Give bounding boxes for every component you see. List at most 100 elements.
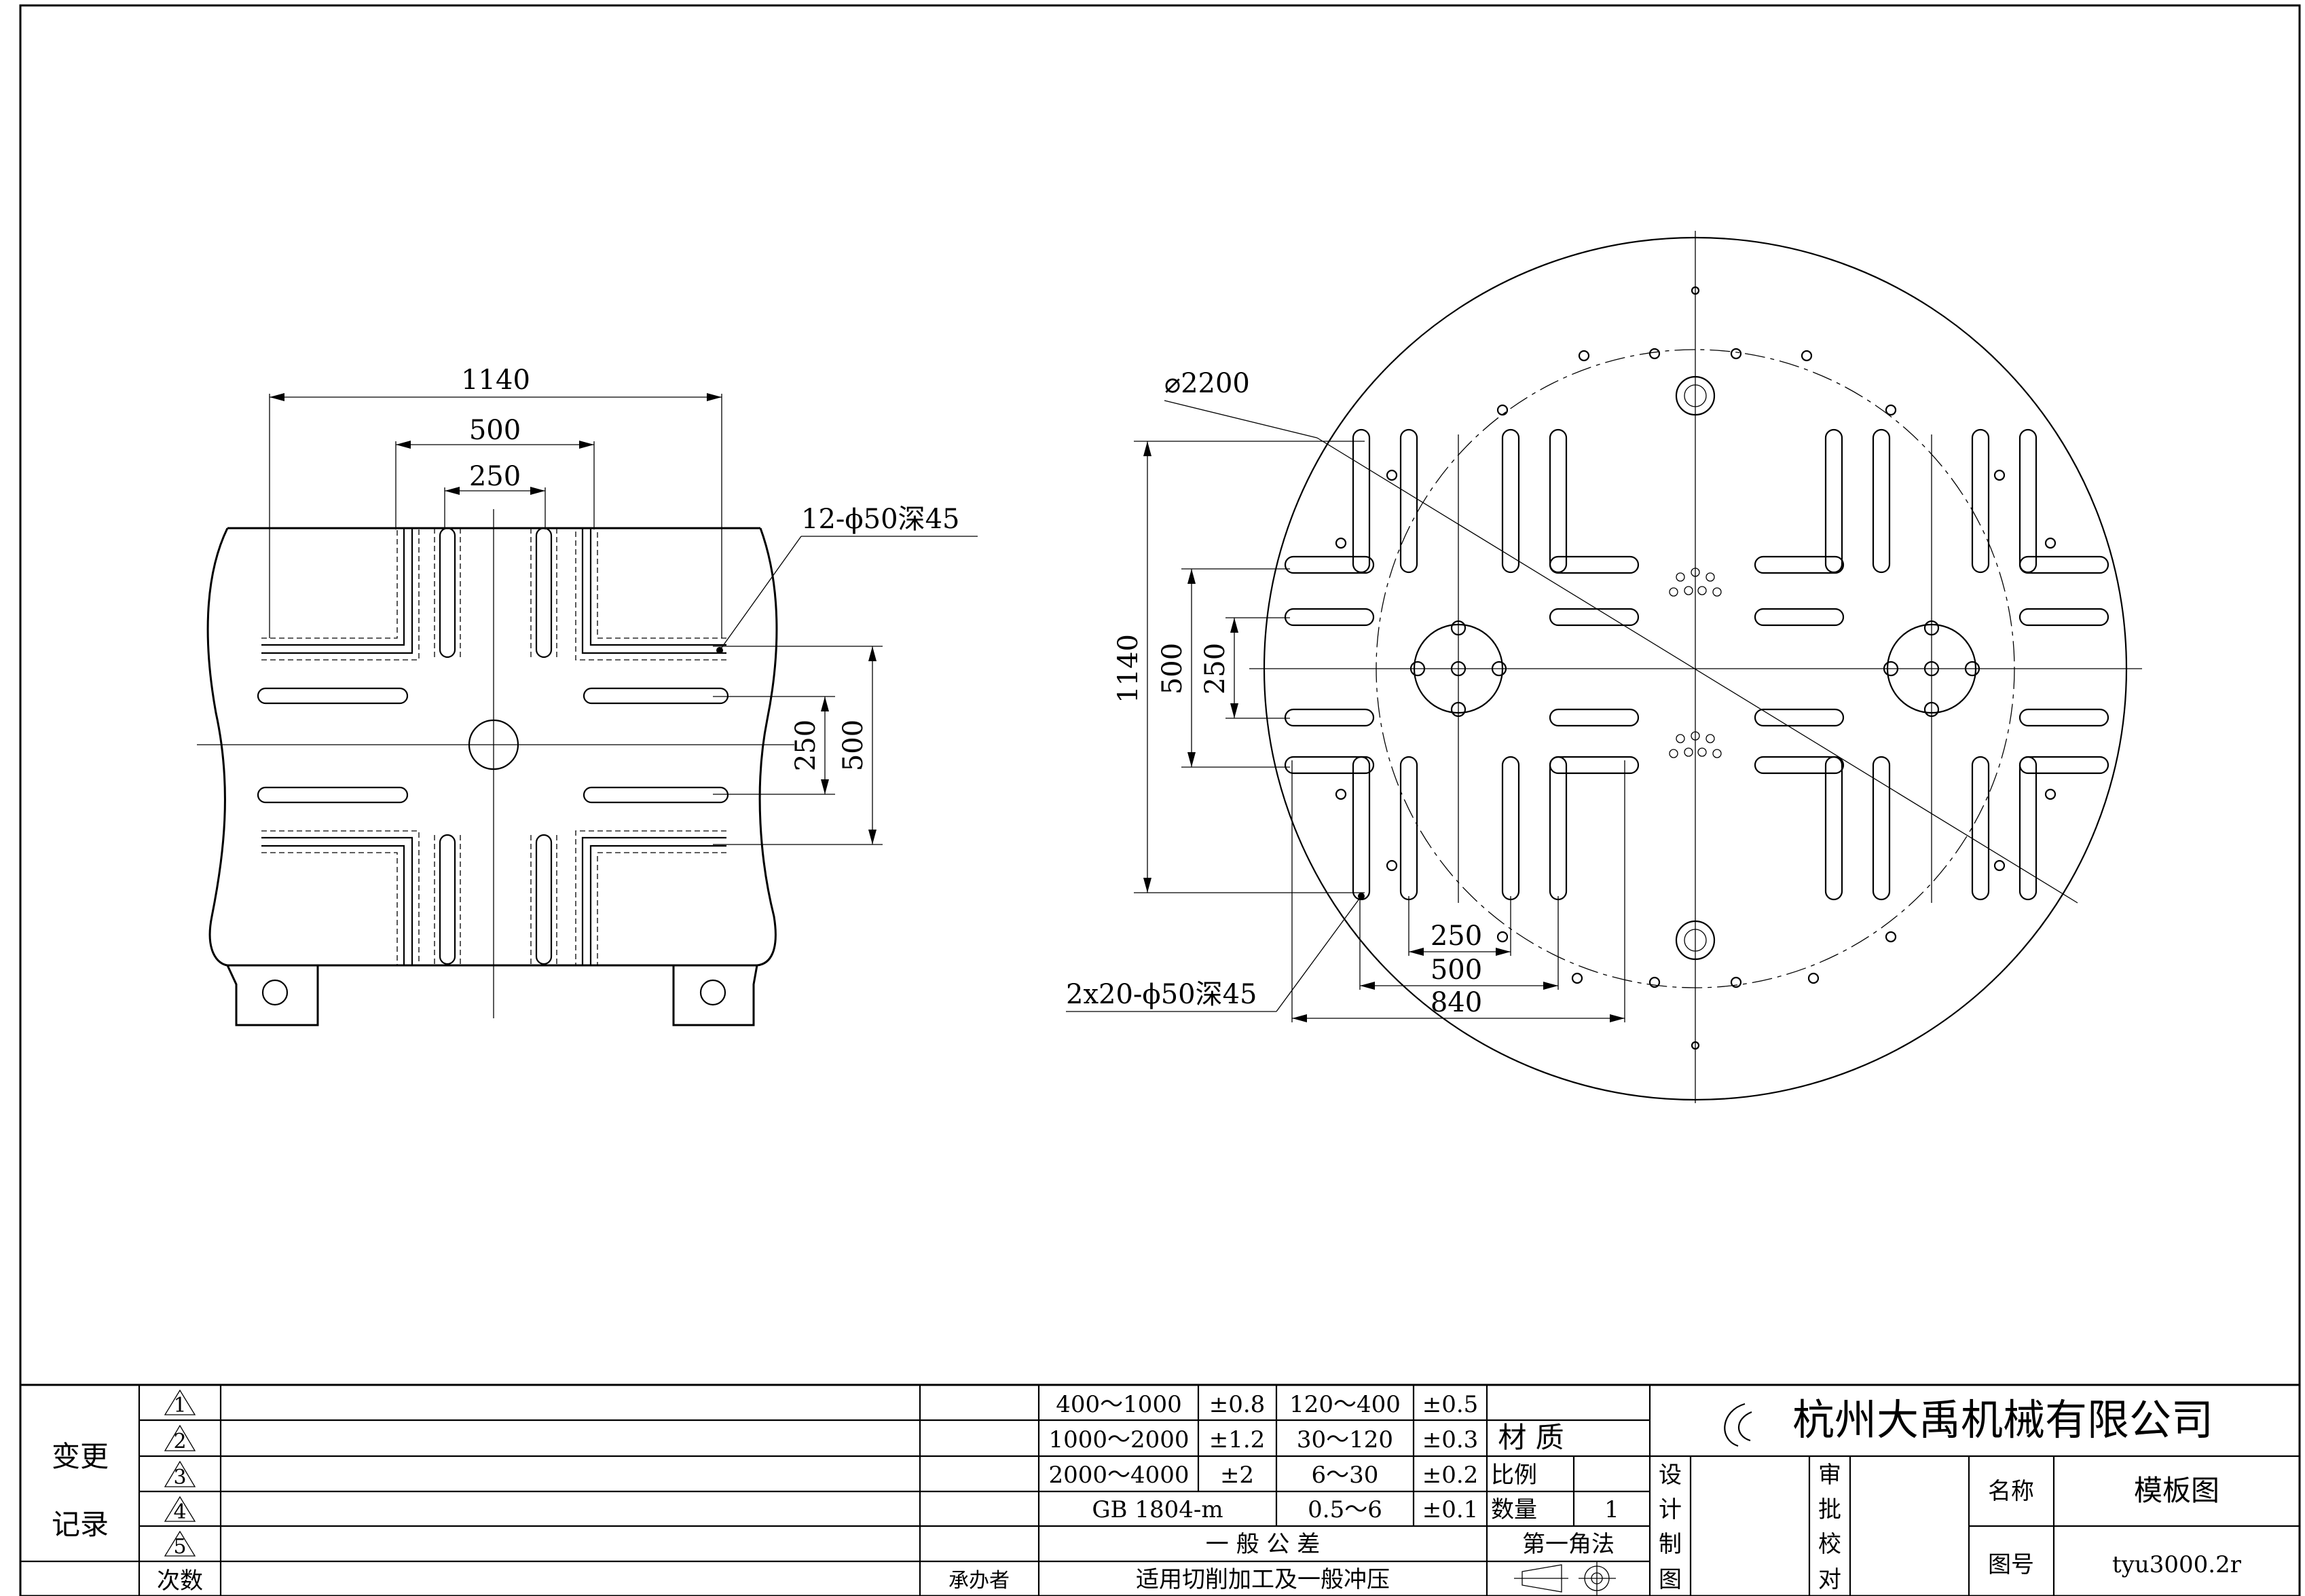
hole-note-front: 12-ϕ50深45 (716, 504, 978, 654)
hole-note-plan: 2x20-ϕ50深45 (1066, 893, 1365, 1012)
projection-symbol (1514, 1561, 1616, 1595)
dim-1140-label: 1140 (461, 365, 530, 396)
dim-v500-plan-label: 500 (1157, 643, 1188, 694)
tolerance-table: 400～1000 ±0.8 120～400 ±0.5 1000～2000 ±1.… (1048, 1391, 1478, 1593)
drawn-label: 制 (1659, 1531, 1682, 1558)
top-bore-inner (1684, 384, 1707, 407)
projection-label: 第一角法 (1522, 1531, 1615, 1558)
tol-value: ±1.2 (1209, 1426, 1266, 1453)
qty-label: 数量 (1491, 1496, 1537, 1523)
tol-range: 30～120 (1297, 1426, 1393, 1453)
slot-hidden (575, 528, 726, 661)
plan-l-slots (1284, 428, 2109, 901)
slot-hidden (434, 528, 557, 964)
dim-500-plan-h: 500 (1359, 896, 1559, 990)
left-locator (1413, 623, 1504, 714)
count-label: 次数 (157, 1567, 203, 1595)
revision-symbols: 1 2 3 4 5 (164, 1389, 196, 1559)
sheet-border (19, 4, 2301, 1596)
dim-v250-label: 250 (790, 720, 822, 771)
dim-500-front: 500 (395, 415, 595, 530)
front-view-outline (206, 527, 778, 1026)
center-bore (468, 719, 519, 771)
tol-value: ±2 (1220, 1462, 1254, 1489)
tol-value: ±0.2 (1422, 1462, 1479, 1489)
applies-label: 适用切削加工及一般冲压 (1136, 1566, 1390, 1593)
dim-250-plan-v: 250 (1200, 617, 1290, 719)
bolt-holes (1335, 286, 2057, 1050)
tol-range: 6～30 (1312, 1462, 1379, 1489)
dim-v250-plan-label: 250 (1200, 643, 1231, 694)
slot-l-bottom-right (581, 836, 726, 965)
ejector-holes (1669, 568, 1722, 758)
plan-straight-slots (1284, 428, 2109, 901)
general-tolerance-label: 一 般 公 差 (1206, 1531, 1320, 1558)
dim-1140-plan: 1140 (1113, 441, 1365, 893)
hole-note-front-label: 12-ϕ50深45 (801, 504, 959, 535)
dim-500-label: 500 (469, 415, 521, 446)
slot-v-lower-right (535, 834, 553, 965)
right-locator (1886, 623, 1977, 714)
qty-value: 1 (1604, 1496, 1619, 1523)
dim-h840-plan-label: 840 (1431, 987, 1482, 1018)
check-label: 对 (1818, 1566, 1841, 1593)
drawing-number: tyu3000.2r (2112, 1551, 2242, 1578)
rev-symbol: 1 (173, 1394, 186, 1417)
tol-value: ±0.5 (1422, 1391, 1479, 1418)
slot-h-right-upper (583, 687, 729, 705)
mount-hole-left (261, 979, 289, 1006)
design-label: 设 (1659, 1462, 1682, 1489)
tol-range: 120～400 (1289, 1391, 1401, 1418)
tol-range: 2000～4000 (1048, 1462, 1189, 1489)
dim-250-label: 250 (469, 461, 521, 492)
material-label: 材 质 (1498, 1421, 1564, 1454)
mount-hole-right (699, 979, 726, 1006)
dim-500-vertical-front: 500 (713, 646, 883, 845)
slot-h-left-upper (257, 687, 409, 705)
slot-v-upper-left (439, 527, 456, 658)
tol-value: ±0.8 (1209, 1391, 1266, 1418)
company-logo (1724, 1403, 1752, 1447)
approve-label: 批 (1818, 1496, 1841, 1523)
slot-hidden (261, 830, 420, 965)
dim-250-front: 250 (444, 461, 546, 530)
scale-label: 比例 (1491, 1462, 1537, 1489)
design-label: 计 (1659, 1496, 1682, 1523)
top-bore (1675, 375, 1716, 416)
slot-hidden (575, 830, 726, 965)
plan-view: ⌀2200 1140 500 250 (1066, 231, 2142, 1103)
dim-840-plan-h: 840 (1291, 760, 1625, 1022)
dia-leader: ⌀2200 (1164, 368, 2078, 904)
dim-h500-plan-label: 500 (1431, 954, 1482, 986)
tol-range: 400～1000 (1056, 1391, 1181, 1418)
locator-holes (1409, 620, 1980, 718)
dim-1140-front: 1140 (269, 365, 722, 638)
rev-symbol: 3 (173, 1466, 186, 1489)
slot-l-bottom-left (261, 836, 413, 965)
slot-l-top-right (581, 528, 726, 654)
slot-v-upper-right (535, 527, 553, 658)
tol-standard: GB 1804-m (1092, 1496, 1223, 1523)
approve-label: 审 (1818, 1462, 1841, 1489)
slot-h-right-lower (583, 786, 729, 804)
dia-label: ⌀2200 (1164, 368, 1250, 399)
bottom-bore-inner (1684, 929, 1707, 952)
check-label: 校 (1818, 1531, 1841, 1558)
change-label: 变更 (52, 1440, 109, 1473)
slot-h-left-lower (257, 786, 409, 804)
title-block: 1 2 3 4 5 变更 记录 次数 承办者 400～1000 ±0.8 120… (19, 1384, 2301, 1596)
tol-range: 0.5～6 (1308, 1496, 1382, 1523)
dim-v500-label: 500 (838, 720, 869, 771)
tol-value: ±0.3 (1422, 1426, 1479, 1453)
bottom-bore (1675, 920, 1716, 961)
slot-v-lower-left (439, 834, 456, 965)
dim-250-vertical-front: 250 (713, 696, 835, 795)
handler-label: 承办者 (948, 1569, 1010, 1593)
number-label: 图号 (1988, 1551, 2034, 1578)
dim-500-plan: 500 (1157, 568, 1290, 768)
company-name: 杭州大禹机械有限公司 (1792, 1395, 2213, 1445)
rev-symbol: 4 (173, 1500, 186, 1524)
tol-value: ±0.1 (1422, 1496, 1479, 1523)
name-label: 名称 (1988, 1478, 2034, 1505)
